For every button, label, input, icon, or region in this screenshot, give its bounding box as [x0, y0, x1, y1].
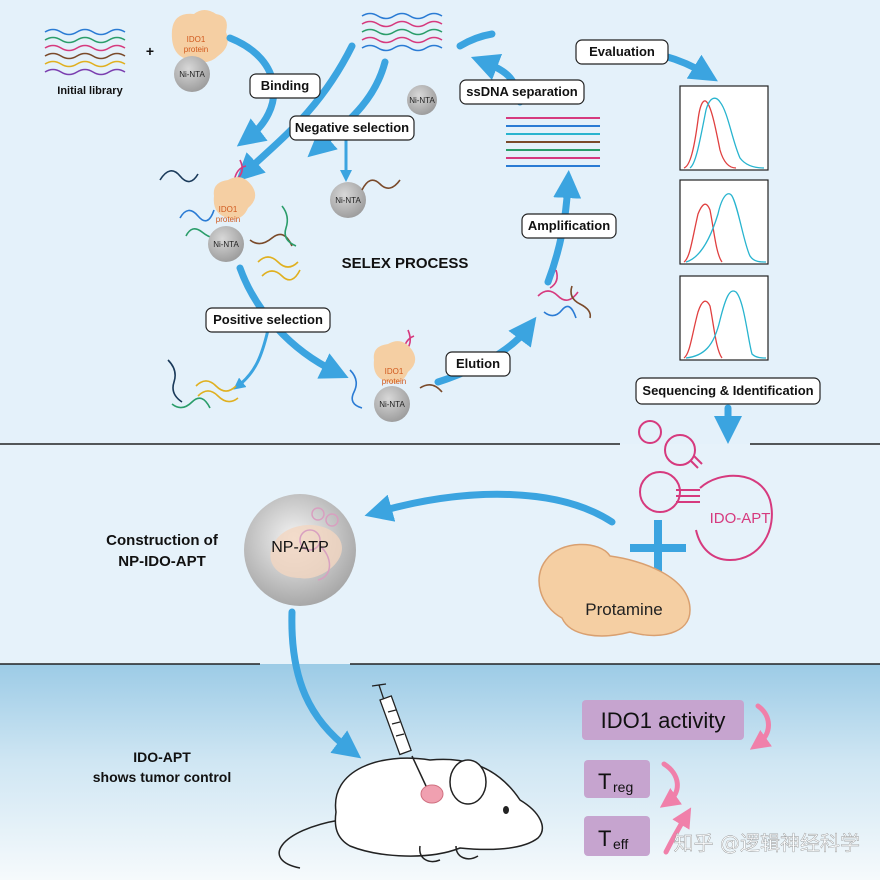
initial-library-label: Initial library [57, 85, 123, 97]
unbound-strands [167, 359, 239, 409]
complex-bead-label: Ni-NTA [213, 240, 239, 249]
amplified-dna-lines [506, 117, 600, 167]
positive-waste-arrow [233, 328, 270, 390]
ido1-activity-label: IDO1 activity [601, 708, 726, 733]
teff-increase-arrow [663, 807, 692, 855]
np-atp-nanoparticle [244, 494, 356, 606]
protein-label-line2: protein [184, 45, 208, 54]
construction-title-line1: Construction of [106, 532, 219, 549]
selex-process-title: SELEX PROCESS [342, 255, 469, 272]
teff-main: T [598, 826, 611, 851]
construction-arrow [364, 490, 616, 526]
treg-main: T [598, 769, 611, 794]
negative-bead [407, 85, 437, 115]
ido1-protein-bead-top [171, 10, 228, 92]
bead-label: Ni-NTA [179, 70, 205, 79]
treg-sub: reg [613, 779, 633, 795]
protein-label-line1: IDO1 [187, 35, 206, 44]
plus-icon [630, 520, 686, 576]
ssdna-separation-box: ssDNA separation [459, 79, 585, 105]
negative-bound-bead-label: Ni-NTA [335, 196, 361, 205]
ido-apt-aptamer [638, 420, 773, 562]
negative-bead-label: Ni-NTA [409, 96, 435, 105]
evaluation-box: Evaluation [575, 39, 669, 65]
histogram-2 [679, 179, 769, 265]
elution-bead-label: Ni-NTA [379, 400, 405, 409]
ido1-decrease-arrow [749, 703, 772, 750]
sequencing-box: Sequencing & Identification [635, 377, 821, 405]
elution-box: Elution [445, 351, 511, 377]
elution-protein-line2: protein [382, 377, 406, 386]
amplification-label: Amplification [528, 218, 610, 233]
teff-sub: eff [613, 836, 628, 852]
eluted-strands [537, 269, 592, 319]
mouse-illustration [278, 757, 543, 869]
initial-library-strands [44, 28, 126, 76]
treg-decrease-arrow [659, 761, 682, 808]
complex-protein-line1: IDO1 [219, 205, 238, 214]
plus-sign: + [146, 43, 154, 59]
sequencing-label: Sequencing & Identification [642, 383, 813, 398]
binding-label: Binding [261, 78, 309, 93]
histogram-3 [679, 275, 769, 361]
separation-arrow-tail [456, 30, 496, 50]
histogram-1 [679, 85, 769, 171]
outcome-title-line1: IDO-APT [133, 749, 191, 765]
construction-title-line2: NP-IDO-APT [118, 553, 206, 570]
binding-label-box: Binding [249, 73, 321, 99]
protamine-blob [538, 543, 691, 637]
negative-selection-label: Negative selection [295, 120, 409, 135]
teff-box: T eff [584, 816, 650, 856]
treatment-arrow [288, 608, 362, 759]
ssdna-separation-label: ssDNA separation [466, 84, 578, 99]
elution-complex [349, 329, 443, 422]
positive-selection-box: Positive selection [205, 307, 331, 333]
outcome-title-line2: shows tumor control [93, 769, 231, 785]
complex-protein-line2: protein [216, 215, 240, 224]
watermark: 知乎 @逻辑神经科学 [674, 831, 860, 855]
positive-selection-label: Positive selection [213, 312, 323, 327]
np-atp-label: NP-ATP [271, 539, 328, 556]
elution-label: Elution [456, 356, 500, 371]
ido1-activity-box: IDO1 activity [582, 700, 744, 740]
treg-box: T reg [584, 760, 650, 798]
amplification-box: Amplification [521, 213, 617, 239]
ido-apt-label: IDO-APT [710, 510, 771, 527]
construction-panel [0, 444, 880, 664]
ssdna-pool-strands [361, 12, 443, 52]
syringe-icon [371, 683, 427, 787]
elution-protein-line1: IDO1 [385, 367, 404, 376]
negative-bound-strand [330, 179, 401, 218]
protamine-label: Protamine [585, 600, 662, 619]
negative-selection-box: Negative selection [289, 115, 415, 141]
evaluation-label: Evaluation [589, 44, 655, 59]
binding-complex [159, 159, 301, 281]
